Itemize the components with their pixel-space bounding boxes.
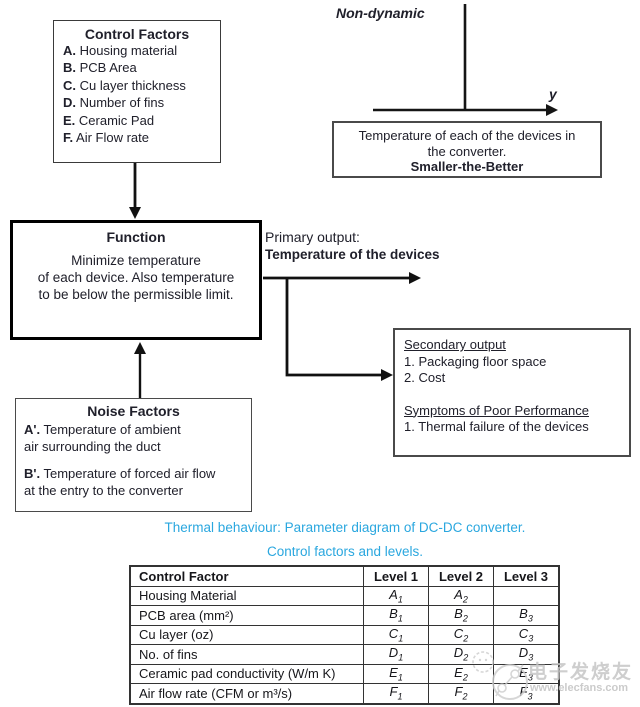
ideal-function-box: Temperature of each of the devices in th… bbox=[332, 121, 602, 178]
watermark: 电子发烧友 www.elecfans.com bbox=[462, 640, 640, 706]
control-factor-item: E. Ceramic Pad bbox=[63, 112, 155, 128]
symptoms-list: 1. Thermal failure of the devices bbox=[404, 419, 620, 436]
item-prefix: A. bbox=[63, 43, 76, 58]
secondary-output-arrow bbox=[285, 278, 393, 381]
level-cell: D1 bbox=[363, 644, 429, 665]
item-prefix: D. bbox=[63, 95, 76, 111]
smaller-the-better-label: Smaller-the-Better bbox=[410, 159, 524, 174]
watermark-url: www.elecfans.com bbox=[530, 682, 629, 694]
primary-output-label: Primary output: Temperature of the devic… bbox=[265, 229, 440, 262]
level-cell: F2 bbox=[428, 683, 494, 704]
secondary-output-item: 2. Cost bbox=[404, 370, 446, 385]
primary-output-caption: Primary output: bbox=[265, 229, 360, 245]
secondary-output-item: 1. Packaging floor space bbox=[404, 353, 547, 369]
table-header-cell: Control Factor bbox=[129, 565, 364, 587]
factor-cell: Cu layer (oz) bbox=[129, 624, 364, 645]
control-factor-item: B. PCB Area bbox=[63, 60, 137, 76]
control-factor-item: C. Cu layer thickness bbox=[63, 77, 186, 93]
level-cell: A2 bbox=[428, 585, 494, 606]
table-header-cell: Level 2 bbox=[428, 565, 494, 587]
control-to-function-arrow bbox=[129, 163, 141, 219]
factor-cell: Ceramic pad conductivity (W/m K) bbox=[129, 663, 364, 684]
level-cell bbox=[493, 585, 560, 606]
control-factor-item: A. Housing material bbox=[63, 43, 178, 58]
ideal-function-line2: the converter. bbox=[427, 143, 507, 159]
watermark-brand: 电子发烧友 bbox=[528, 662, 634, 683]
primary-output-value: Temperature of the devices bbox=[265, 247, 440, 262]
table-caption: Control factors and levels. bbox=[266, 544, 424, 559]
level-cell: B2 bbox=[428, 605, 494, 626]
secondary-output-heading: Secondary output bbox=[404, 337, 506, 352]
non-dynamic-label: Non-dynamic bbox=[336, 5, 425, 21]
table-header-cell: Level 3 bbox=[493, 565, 560, 587]
item-prefix: F. bbox=[63, 130, 74, 146]
factor-cell: Housing Material bbox=[129, 585, 364, 606]
factor-cell: No. of fins bbox=[129, 644, 364, 665]
symptoms-heading: Symptoms of Poor Performance bbox=[404, 402, 589, 418]
secondary-output-box: Secondary output 1. Packaging floor spac… bbox=[393, 328, 631, 457]
item-prefix: E. bbox=[63, 112, 76, 128]
noise-to-function-arrow bbox=[134, 342, 146, 398]
item-prefix: A'. bbox=[24, 422, 41, 437]
control-factor-item: D. Number of fins bbox=[63, 95, 165, 111]
level-cell: A1 bbox=[363, 585, 429, 606]
control-factor-item: F. Air Flow rate bbox=[63, 130, 149, 146]
function-box: Function Minimize temperature of each de… bbox=[10, 220, 262, 340]
control-factors-title: Control Factors bbox=[84, 26, 190, 42]
level-cell: B1 bbox=[363, 605, 429, 626]
elecfans-logo-icon bbox=[472, 651, 528, 700]
factor-cell: Air flow rate (CFM or m³/s) bbox=[129, 683, 364, 704]
figure-caption: Thermal behaviour: Parameter diagram of … bbox=[164, 520, 526, 535]
table-header-cell: Level 1 bbox=[363, 565, 429, 587]
item-prefix: B. bbox=[63, 60, 76, 76]
level-cell: C1 bbox=[363, 624, 429, 645]
level-cell: B3 bbox=[493, 605, 560, 626]
axis-y-label: y bbox=[549, 86, 557, 102]
function-description: Minimize temperature of each device. Als… bbox=[37, 253, 235, 302]
function-title: Function bbox=[106, 229, 166, 245]
item-prefix: C. bbox=[63, 77, 76, 93]
level-cell: E1 bbox=[363, 663, 429, 684]
noise-factors-box: Noise Factors A'. Temperature of ambient… bbox=[15, 398, 252, 512]
noise-factors-title: Noise Factors bbox=[87, 403, 180, 419]
item-prefix: B'. bbox=[24, 466, 41, 481]
primary-output-arrow bbox=[263, 272, 421, 284]
control-factors-box: Control Factors A. Housing material B. PC… bbox=[53, 20, 221, 163]
factor-cell: PCB area (mm²) bbox=[129, 605, 364, 626]
level-cell: F1 bbox=[363, 683, 429, 704]
ideal-function-line1: Temperature of each of the devices in bbox=[358, 128, 576, 143]
spacer bbox=[404, 387, 620, 403]
symptom-item: 1. Thermal failure of the devices bbox=[404, 419, 589, 434]
